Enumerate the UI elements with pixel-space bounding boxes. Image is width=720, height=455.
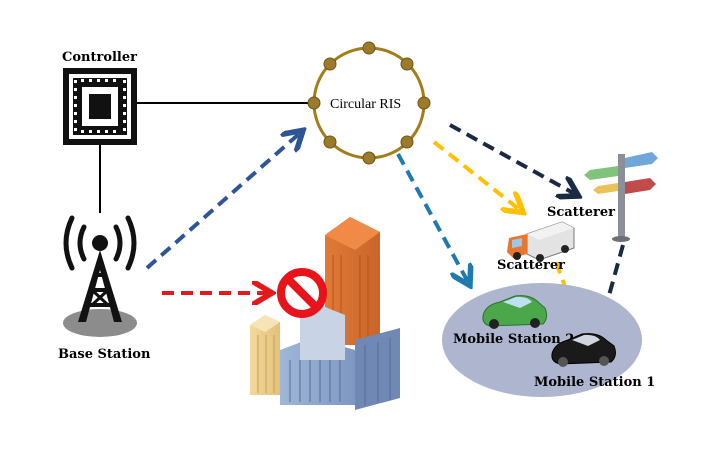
signpost-icon (584, 152, 658, 242)
scatterer-sign-label: Scatterer (547, 205, 615, 220)
mobile-station-1-label: Mobile Station 1 (534, 375, 655, 390)
green-car-icon (482, 295, 548, 329)
ris-to-sign-link (449, 123, 575, 194)
ris-label: Circular RIS (330, 97, 401, 112)
controller-chip-icon (63, 68, 137, 145)
base-station-label: Base Station (58, 347, 151, 362)
building-icon (250, 217, 400, 410)
ris-to-ms2-link (396, 153, 468, 282)
truck-icon (507, 221, 575, 262)
scatterer-truck-label: Scatterer (497, 258, 565, 273)
black-car-icon (551, 333, 616, 367)
controller-label: Controller (62, 50, 137, 65)
block-icon (277, 268, 327, 318)
mobile-station-2-label: Mobile Station 2 (453, 332, 574, 347)
ris-elements (307, 41, 431, 165)
ris-to-truck-link (432, 140, 520, 210)
bs-to-ris-link (145, 133, 300, 270)
circular-ris (307, 41, 431, 165)
base-station-tower-icon (63, 215, 137, 337)
sign-to-ms1-link (600, 244, 625, 328)
